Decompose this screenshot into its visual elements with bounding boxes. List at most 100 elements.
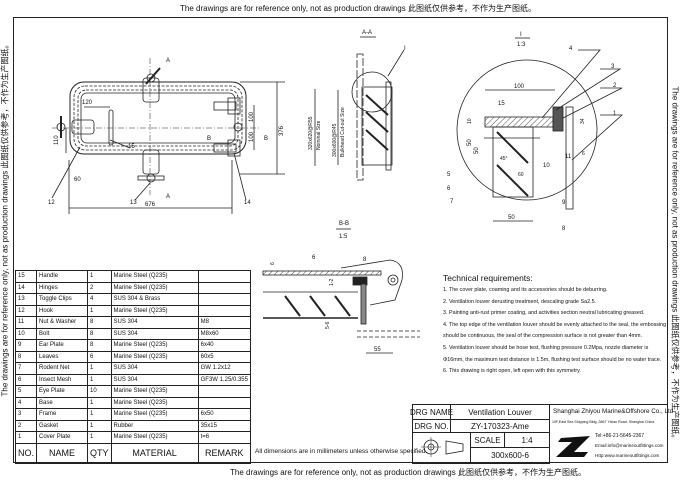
drg-no: ZY-170323-Ame [450,419,550,433]
part-material: Marine Steel (Q235) [110,385,199,398]
dim-100b: 100 [249,131,255,142]
drawing-frame [13,17,668,463]
callout-10: 10 [543,163,550,169]
cut-a-top: A [166,58,170,64]
size-value: 300x600-6 [470,447,550,464]
scale-label: SCALE [470,432,505,448]
callout-4: 4 [569,46,573,52]
part-material: Marine Steel (Q235) [110,281,199,294]
part-qty: 1 [87,304,112,317]
part-qty: 6 [87,350,112,363]
part-qty: 1 [87,408,112,421]
part-qty: 8 [87,316,112,329]
header-cell: QTY [87,442,112,464]
part-material: Rubber [110,419,199,432]
part-name: Rodent Net [36,362,89,375]
drg-name-label: DRG NAME [410,404,453,420]
part-material: SUS 304 [110,327,199,340]
tech-req-item: 6. This drawing is right open, left open… [443,368,581,375]
part-material: Marine Steel (Q235) [110,408,199,421]
cut-b-left: B [207,136,211,142]
dim-676: 676 [145,202,156,208]
part-remark [197,281,252,294]
part-material: Marine Steel (Q235) [110,270,199,283]
callout-3: 3 [611,64,615,70]
callout-15: 15 [128,144,135,150]
part-no: 8 [14,350,38,363]
part-no: 1 [14,431,38,444]
company-web: Http:www.marineoutfittings.com [595,453,660,458]
part-name: Toggle Clips [36,293,89,306]
part-no: 13 [14,293,38,306]
part-name: Bolt [36,327,89,340]
part-qty: 10 [87,385,112,398]
title-block: DRG NAME Ventilation Louver DRG NO. ZY-1… [410,404,673,464]
part-remark: t=6 [197,431,252,444]
tech-req-item: 3. Painting anti-rust primer coating, an… [443,310,645,317]
part-remark: 6x50 [197,408,252,421]
bb-dim-8: 8 [363,257,367,263]
part-remark: GF3W 1.25/0.355 [197,373,252,386]
part-qty: 4 [87,293,112,306]
part-remark [197,385,252,398]
part-name: Nut & Washer [36,316,89,329]
bb-dim-6: 6 [270,262,276,265]
callout-2: 2 [613,83,617,89]
tech-req-item: 2. Ventilation louver derusting treatmen… [443,298,597,305]
callout-7: 7 [450,199,454,205]
callout-1: 1 [613,111,617,117]
part-qty: 1 [87,373,112,386]
company-email: Email:info@marineoutfittings.com [595,443,664,448]
detail-dim-50c: 50 [508,215,515,221]
part-qty: 1 [87,270,112,283]
part-material: Marine Steel (Q235) [110,304,199,317]
detail-dim-50b: 50 [474,147,480,154]
part-material: SUS 304 [110,373,199,386]
detail-dim-34: 34 [580,118,586,124]
tech-req-item: 4. The top edge of the ventilation louve… [443,321,667,340]
technical-requirements: Technical requirements: 1. The cover pla… [443,272,668,378]
part-qty: 1 [87,396,112,409]
header-cell: NO. [14,442,38,464]
dim-60: 60 [74,177,81,183]
callout-11: 11 [565,154,572,160]
part-no: 3 [14,408,38,421]
part-remark: M8x60 [197,327,252,340]
part-no: 7 [14,362,38,375]
front-view: 120 110 60 676 100 100 376 A A B B 12 13… [48,58,285,214]
callout-8: 8 [562,226,566,232]
dim-120: 120 [82,100,93,106]
dim-376: 376 [279,125,285,136]
scale-value: 1:4 [504,432,550,448]
dim-110: 110 [54,135,60,145]
bb-weld-6: 6 [312,255,316,261]
projection-symbol-icon [421,437,464,457]
bottom-notice: The drawings are for reference only, not… [230,468,586,477]
part-name: Handle [36,270,89,283]
part-material: SUS 304 [110,316,199,329]
part-no: 4 [14,396,38,409]
part-qty: 8 [87,339,112,352]
part-no: 12 [14,304,38,317]
detail-i-scale: 1:3 [517,42,526,48]
bb-dim-h2: 5-6 [325,322,331,329]
detail-dim-10: 10 [467,118,473,124]
detail-i-title: I [520,32,522,38]
bb-dim-h1: 1-2 [329,279,335,286]
part-qty: 1 [87,431,112,444]
part-name: Ear Plate [36,339,89,352]
part-remark [197,396,252,409]
detail-dim-50a: 50 [467,139,473,146]
